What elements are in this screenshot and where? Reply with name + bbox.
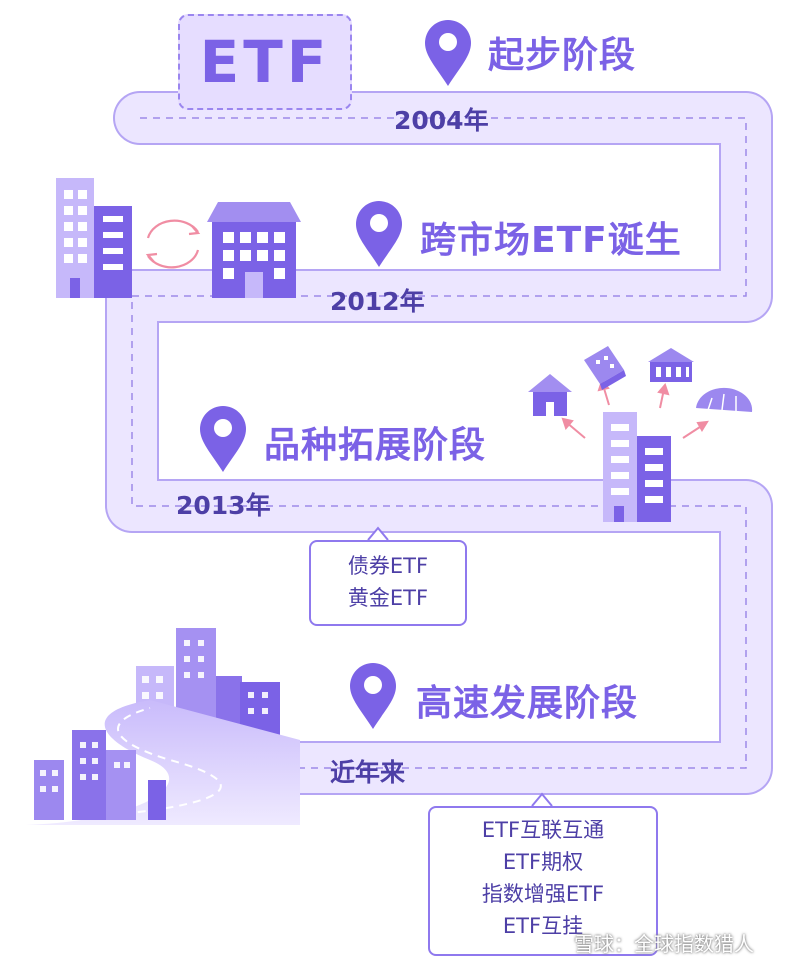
watermark: 雪球：全球指数猎人 xyxy=(574,932,754,956)
product-item: 指数增强ETF xyxy=(481,882,605,906)
stage-title: 起步阶段 xyxy=(488,35,637,76)
location-pin-icon xyxy=(425,20,471,86)
expansion-products-callout: 债券ETF 黄金ETF xyxy=(309,540,467,626)
location-pin-icon xyxy=(356,201,402,267)
product-item: ETF期权 xyxy=(502,850,584,874)
etf-badge-text: ETF xyxy=(199,28,331,96)
product-item: 债券ETF xyxy=(347,554,429,578)
cycle-arrows-icon xyxy=(145,219,201,269)
city-skyline-icon xyxy=(26,628,300,825)
location-pin-icon xyxy=(350,663,396,729)
winding-road xyxy=(105,91,773,795)
stage-year: 2013年 xyxy=(176,491,271,520)
office-building-icon xyxy=(603,412,671,522)
product-item: 黄金ETF xyxy=(347,586,429,610)
house-icon xyxy=(528,374,572,416)
recent-products-callout: ETF互联互通 ETF期权 指数增强ETF ETF互挂 xyxy=(428,806,658,956)
office-building-icon xyxy=(56,178,132,298)
product-item: ETF互挂 xyxy=(502,914,584,938)
dome-building-icon xyxy=(696,387,753,412)
office-building-icon xyxy=(584,346,626,390)
product-item: ETF互联互通 xyxy=(481,818,605,842)
callout-pointer xyxy=(367,526,389,541)
stage-title: 跨市场ETF诞生 xyxy=(420,220,682,261)
stage-year: 2004年 xyxy=(394,106,489,135)
stage-title: 品种拓展阶段 xyxy=(264,425,487,466)
stage-year: 近年来 xyxy=(330,758,406,787)
exchange-building-icon xyxy=(207,202,301,298)
stage-year: 2012年 xyxy=(330,287,425,316)
exchange-building-icon xyxy=(648,348,694,382)
callout-pointer xyxy=(531,792,553,807)
location-pin-icon xyxy=(200,406,246,472)
stage-title: 高速发展阶段 xyxy=(416,683,639,724)
etf-badge: ETF xyxy=(178,14,352,110)
